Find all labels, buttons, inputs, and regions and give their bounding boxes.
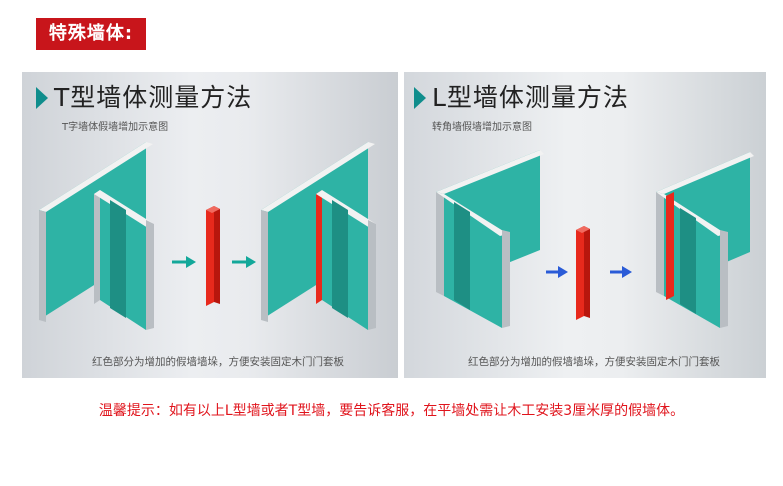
arrow-right-icon <box>546 266 568 278</box>
t-wall-title: T型墙体测量方法 <box>36 78 252 114</box>
t-wall-caption: 红色部分为增加的假墙墙垛，方便安装固定木门门套板 <box>92 356 344 368</box>
l-wall-caption: 红色部分为增加的假墙墙垛，方便安装固定木门门套板 <box>468 356 720 368</box>
l-wall-title: L型墙体测量方法 <box>414 78 629 114</box>
arrow-right-icon <box>172 256 196 268</box>
section-badge: 特殊墙体: <box>36 18 146 50</box>
t-wall-panel: T型墙体测量方法 T字墙体假墙增加示意图 <box>22 72 398 378</box>
t-wall-after <box>261 142 376 330</box>
l-wall-before <box>436 150 544 328</box>
arrow-right-icon <box>610 266 632 278</box>
added-wall-piece <box>206 206 220 306</box>
l-wall-after <box>656 152 754 328</box>
l-wall-subtitle: 转角墙假墙增加示意图 <box>432 122 532 133</box>
t-wall-diagram <box>39 142 376 330</box>
l-wall-diagram <box>436 150 754 328</box>
warm-tip: 温馨提示：如有以上L型墙或者T型墙，要告诉客服，在平墙处需让木工安装3厘米厚的假… <box>98 403 685 419</box>
t-wall-subtitle: T字墙体假墙增加示意图 <box>62 122 169 133</box>
triangle-marker-icon <box>414 87 426 109</box>
arrow-right-icon <box>232 256 256 268</box>
added-wall-piece <box>576 226 590 320</box>
t-wall-title-text: T型墙体测量方法 <box>54 83 253 112</box>
l-wall-title-text: L型墙体测量方法 <box>432 83 629 112</box>
t-wall-before <box>39 142 154 330</box>
triangle-marker-icon <box>36 87 48 109</box>
l-wall-panel: L型墙体测量方法 转角墙假墙增加示意图 <box>404 72 766 378</box>
